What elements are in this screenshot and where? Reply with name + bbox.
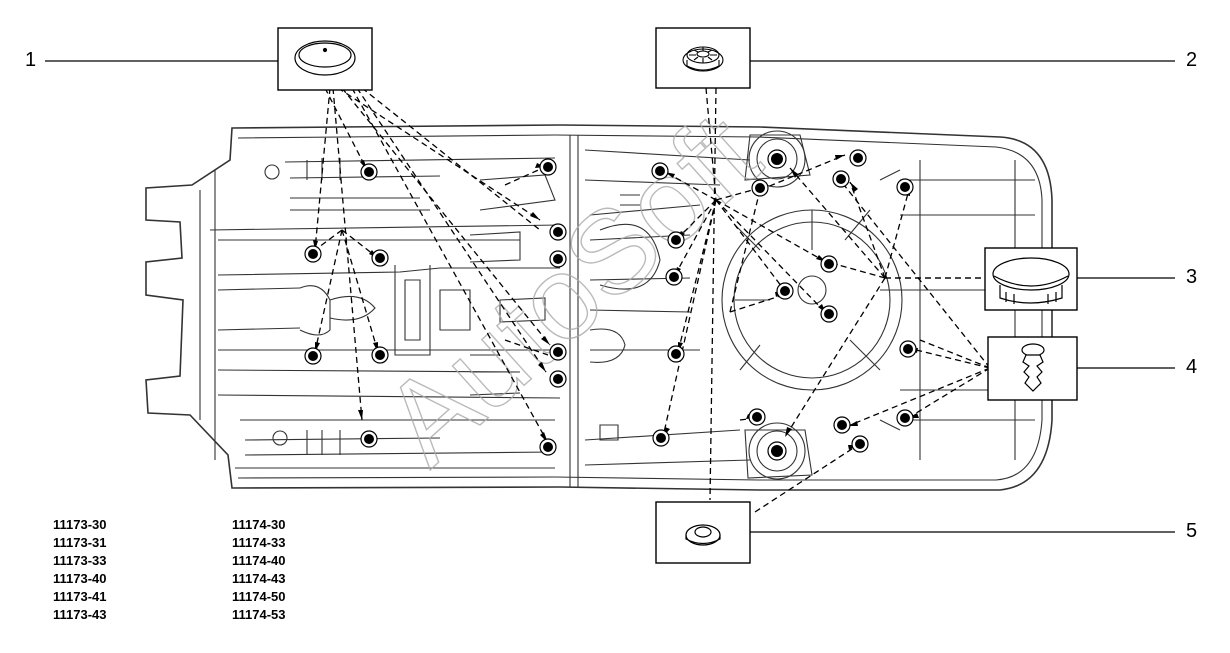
callout-4: 4 [1186, 356, 1198, 378]
round-plug-icon [294, 40, 356, 76]
part-2-box [655, 27, 1175, 89]
callout-2: 2 [1186, 49, 1198, 71]
leader-lines [314, 87, 993, 513]
model-code: 11173-41 [53, 589, 107, 604]
part-3-box [885, 247, 1175, 311]
model-codes-right: 11174-30 11174-33 11174-40 11174-43 1117… [232, 516, 286, 624]
model-code: 11173-31 [53, 535, 107, 550]
model-code: 11174-30 [232, 517, 286, 532]
watermark: AutoSoft [358, 88, 784, 490]
callout-5: 5 [1186, 520, 1198, 542]
part-5-box [655, 501, 1175, 564]
push-clip-icon [1021, 343, 1045, 392]
svg-text:AutoSoft: AutoSoft [359, 88, 784, 489]
model-code: 11174-43 [232, 571, 286, 586]
cap-plug-icon [992, 257, 1070, 304]
callout-3: 3 [1186, 266, 1198, 288]
floor-pan [145, 124, 1053, 491]
model-codes-left: 11173-30 11173-31 11173-33 11173-40 1117… [53, 516, 107, 624]
model-code: 11174-53 [232, 607, 286, 622]
callout-1: 1 [25, 49, 37, 71]
grommet-icon [685, 524, 721, 546]
model-code: 11174-40 [232, 553, 286, 568]
model-code: 11174-50 [232, 589, 286, 604]
part-4-box [987, 336, 1175, 401]
model-code: 11173-43 [53, 607, 107, 622]
plug-locations [304, 149, 917, 461]
model-code: 11173-40 [53, 571, 107, 586]
model-code: 11173-33 [53, 553, 107, 568]
part-1-box [45, 27, 373, 91]
model-code: 11173-30 [53, 517, 107, 532]
ribbed-plug-icon [682, 46, 724, 72]
model-code: 11174-33 [232, 535, 286, 550]
